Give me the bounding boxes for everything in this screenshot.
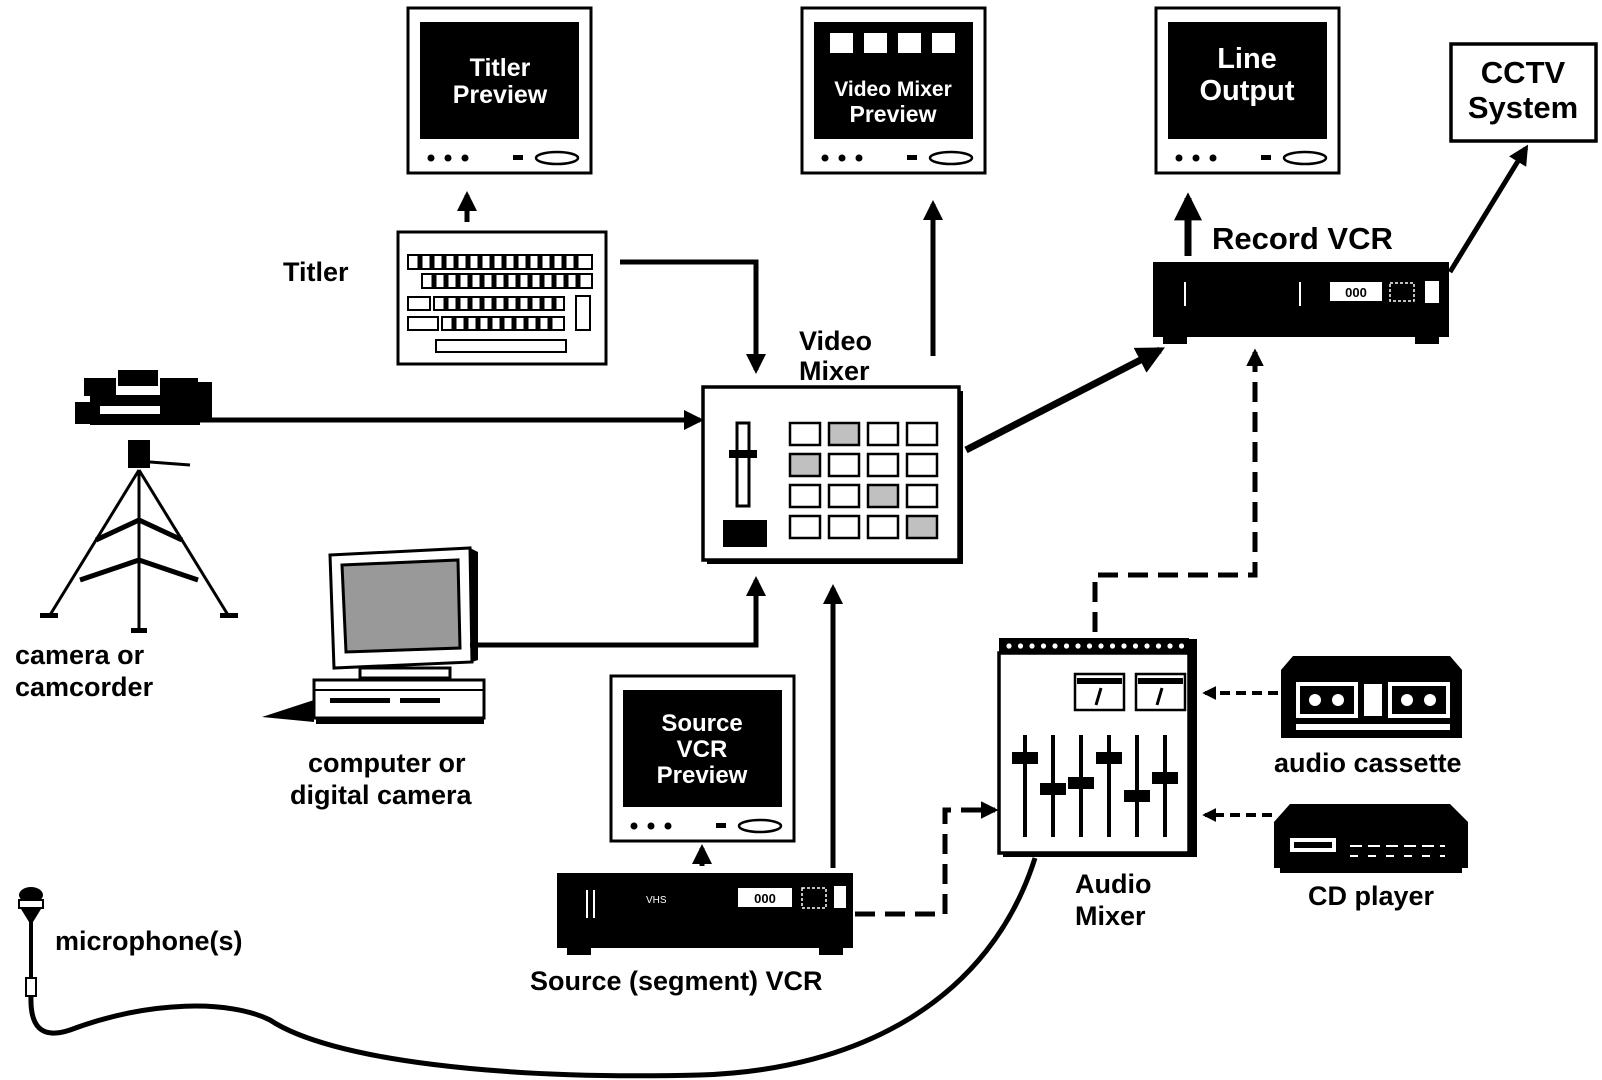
- audio-knob: [1132, 643, 1139, 649]
- audio-knob: [1006, 643, 1012, 649]
- audio-fader-knob: [1012, 752, 1038, 764]
- mixer-key: [866, 421, 900, 447]
- source-vcr-icon: VHS 000: [557, 873, 853, 955]
- audio-mixer-panel: [997, 638, 1197, 857]
- audio-fader-track: [1107, 735, 1111, 837]
- camcorder-on-tripod-icon: [40, 370, 238, 633]
- record-vcr-counter: 000: [1345, 285, 1367, 300]
- cctv-line1: CCTV: [1481, 55, 1566, 90]
- audio-knob: [1052, 643, 1058, 649]
- line-output-line1: Line: [1217, 43, 1277, 75]
- audio-knob: [1040, 643, 1047, 649]
- audio-fader-track: [1135, 735, 1139, 837]
- mixer-key: [788, 514, 822, 540]
- audio-fader-knob: [1124, 790, 1150, 802]
- audio-knob: [1155, 643, 1162, 649]
- keyboard-titler-icon: [396, 230, 608, 366]
- audio-fader-knob: [1152, 772, 1178, 784]
- audio-fader-knob: [1068, 777, 1094, 789]
- source-vcr-preview-line3: Preview: [657, 762, 748, 789]
- audio-mixer-label-line1: Audio: [1075, 869, 1151, 899]
- signal-connections: [28, 144, 1529, 1079]
- source-vcr-label: Source (segment) VCR: [530, 966, 823, 996]
- mixer-key: [788, 421, 822, 447]
- cctv-system-box: CCTV System: [1449, 42, 1598, 143]
- mixer-key: [788, 452, 822, 478]
- audio-knob: [1017, 643, 1024, 649]
- audio-mixer-dots: [1006, 643, 1185, 649]
- cd-player-label: CD player: [1308, 881, 1435, 911]
- microphone-label: microphone(s): [55, 926, 243, 956]
- mixer-key: [905, 514, 939, 540]
- audio-knob: [1063, 643, 1070, 649]
- video-mixer-label-line1: Video: [799, 326, 872, 356]
- titler-preview-line2: Preview: [453, 81, 548, 109]
- source-vcr-brand: VHS: [646, 895, 667, 906]
- source-vcr-preview-monitor: Source VCR Preview: [609, 674, 796, 843]
- audio-knob: [1144, 643, 1150, 649]
- audio-knob: [1029, 643, 1035, 649]
- mixer-key: [905, 452, 939, 478]
- titler-preview-monitor: Titler Preview: [406, 6, 593, 175]
- mixer-key: [866, 452, 900, 478]
- source-vcr-counter: 000: [754, 891, 776, 906]
- line-output-monitor: Line Output: [1154, 6, 1341, 175]
- audio-knob: [1075, 643, 1081, 649]
- audio-fader-knob: [1096, 752, 1122, 764]
- mixer-key: [827, 514, 861, 540]
- record-vcr-icon: 000: [1153, 262, 1449, 344]
- mixer-key: [866, 514, 900, 540]
- video-mixer-preview-monitor: Video Mixer Preview: [800, 6, 987, 175]
- source-vcr-preview-line1: Source: [661, 710, 742, 737]
- mixer-key: [866, 483, 900, 509]
- line-output-line2: Output: [1199, 75, 1294, 107]
- source-vcr-preview-line2: VCR: [677, 736, 728, 763]
- mixer-key: [827, 452, 861, 478]
- desktop-computer-icon: [262, 546, 486, 724]
- audio-knob: [1178, 643, 1185, 649]
- audio-knob: [1098, 643, 1104, 649]
- record-vcr-label: Record VCR: [1212, 221, 1393, 256]
- camera-label-line2: camcorder: [15, 672, 154, 702]
- cctv-line2: System: [1468, 90, 1578, 125]
- video-mixer-label-line2: Mixer: [799, 356, 870, 386]
- audio-fader-track: [1163, 735, 1167, 837]
- audio-mixer-faders: [1012, 735, 1178, 837]
- microphone-icon: [18, 887, 44, 997]
- mixer-key: [827, 421, 861, 447]
- titler-label: Titler: [283, 257, 349, 287]
- computer-label-line2: digital camera: [290, 780, 473, 810]
- video-mixer-preview-line2: Preview: [850, 101, 937, 127]
- audio-mixer-label-line2: Mixer: [1075, 901, 1146, 931]
- mixer-key: [788, 483, 822, 509]
- audio-knob: [1167, 643, 1173, 649]
- video-mixer-keys: [788, 421, 939, 540]
- cd-player-icon: [1274, 804, 1468, 873]
- computer-label-line1: computer or: [308, 748, 466, 778]
- video-mixer-preview-line1: Video Mixer: [834, 78, 952, 101]
- audio-fader-track: [1023, 735, 1027, 837]
- camera-label-line1: camera or: [15, 640, 145, 670]
- mixer-key: [827, 483, 861, 509]
- audio-knob: [1121, 643, 1127, 649]
- mixer-key: [905, 421, 939, 447]
- cassette-deck-icon: [1281, 656, 1462, 738]
- audio-knob: [1086, 643, 1093, 649]
- audio-cassette-label: audio cassette: [1274, 748, 1462, 778]
- titler-preview-line1: Titler: [470, 54, 531, 82]
- audio-knob: [1109, 643, 1116, 649]
- audio-fader-knob: [1040, 783, 1066, 795]
- mixer-key: [905, 483, 939, 509]
